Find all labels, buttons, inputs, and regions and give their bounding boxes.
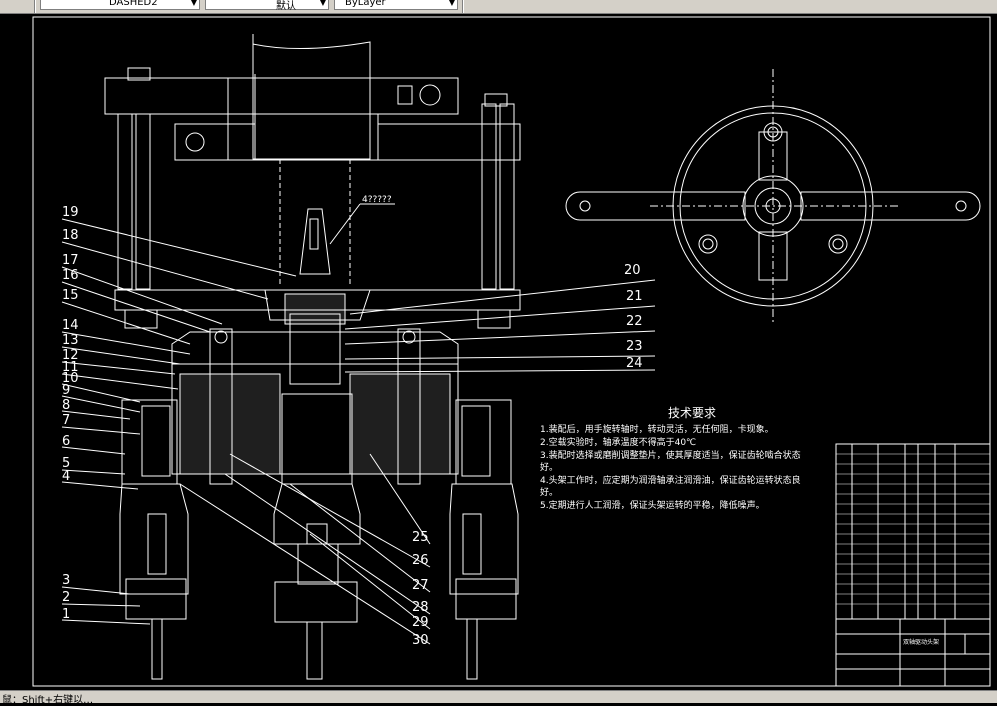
chevron-down-icon: ▼: [448, 0, 455, 7]
top-view: [565, 69, 981, 324]
callout-20: 20: [624, 263, 641, 278]
callout-numbers-right: 20 21 22 23 24: [624, 263, 643, 371]
callout-8: 8: [62, 398, 70, 413]
plotstyle-value: ByLayer: [345, 0, 386, 8]
toolbar-separator: [34, 0, 36, 13]
callout-2: 2: [62, 590, 70, 605]
callout-10: 10: [62, 371, 79, 386]
lineweight-value: 默认: [276, 1, 296, 12]
drawing-border: [32, 16, 991, 687]
dimension-leader: [329, 203, 361, 245]
cad-drawing-canvas[interactable]: 4????? 19 18 17 16 15 14 13 12 11 10 9 8: [0, 14, 997, 690]
lineweight-dropdown[interactable]: 默认 ▼: [205, 0, 329, 12]
tech-line: 2.空载实验时，轴承温度不得高于40℃: [540, 436, 696, 448]
callout-numbers-left: 19 18 17 16 15 14 13 12 11 10 9 8 7 6 5 …: [62, 205, 79, 622]
linetype-dropdown[interactable]: DASHED2 ▼: [40, 0, 200, 10]
callout-leaders-left: [61, 218, 297, 625]
callout-23: 23: [626, 339, 643, 354]
linetype-value: DASHED2: [109, 0, 158, 8]
callout-leaders-bottom: [179, 453, 431, 645]
tech-line: 3.装配时选择或磨削调整垫片，使其厚度适当，保证齿轮啮合状态: [540, 449, 801, 461]
callout-12: 12: [62, 348, 79, 363]
callout-21: 21: [626, 289, 643, 304]
callout-numbers-bottom: 25 26 27 28 29 30: [412, 530, 429, 648]
tech-line: 好。: [540, 461, 558, 473]
chevron-down-icon: ▼: [319, 0, 326, 7]
properties-toolbar: DASHED2 ▼ 默认 ▼ ByLayer ▼: [0, 0, 997, 14]
callout-3: 3: [62, 573, 70, 588]
callout-18: 18: [62, 228, 79, 243]
callout-14: 14: [62, 318, 79, 333]
chevron-down-icon: ▼: [190, 0, 197, 7]
assembly-main-view: [104, 34, 521, 680]
dimension-text: 4?????: [362, 195, 392, 205]
callout-15: 15: [62, 288, 79, 303]
toolbar-separator: [462, 0, 464, 13]
callout-17: 17: [62, 253, 79, 268]
callout-26: 26: [412, 553, 429, 568]
callout-1: 1: [62, 607, 70, 622]
title-block-name: 双轴驱动头架: [903, 638, 939, 646]
callout-5: 5: [62, 456, 70, 471]
callout-4: 4: [62, 469, 70, 484]
callout-29: 29: [412, 615, 429, 630]
tech-title: 技术要求: [668, 406, 716, 420]
callout-leaders-right: [344, 279, 656, 373]
status-bar: 鼠：Shift+右键以…: [0, 690, 997, 706]
plotstyle-dropdown[interactable]: ByLayer ▼: [334, 0, 458, 10]
callout-28: 28: [412, 600, 429, 615]
callout-9: 9: [62, 383, 70, 398]
callout-13: 13: [62, 333, 79, 348]
tech-line: 好。: [540, 486, 558, 498]
tech-line: 1.装配后，用手旋转轴时，转动灵活，无任何阻，卡现象。: [540, 423, 774, 435]
callout-16: 16: [62, 268, 79, 283]
callout-30: 30: [412, 633, 429, 648]
status-text: 鼠：Shift+右键以…: [2, 695, 94, 706]
callout-22: 22: [626, 314, 643, 329]
callout-25: 25: [412, 530, 429, 545]
parts-list-table: 双轴驱动头架: [835, 443, 991, 687]
callout-24: 24: [626, 356, 643, 371]
tech-line: 5.定期进行人工润滑，保证头架运转的平稳，降低噪声。: [540, 499, 765, 511]
callout-19: 19: [62, 205, 79, 220]
technical-requirements: 技术要求 1.装配后，用手旋转轴时，转动灵活，无任何阻，卡现象。 2.空载实验时…: [540, 406, 801, 511]
callout-6: 6: [62, 434, 70, 449]
callout-7: 7: [62, 413, 70, 428]
tech-line: 4.头架工作时，应定期为润滑轴承注润滑油，保证齿轮运转状态良: [540, 474, 801, 486]
callout-11: 11: [62, 360, 79, 375]
callout-27: 27: [412, 578, 429, 593]
